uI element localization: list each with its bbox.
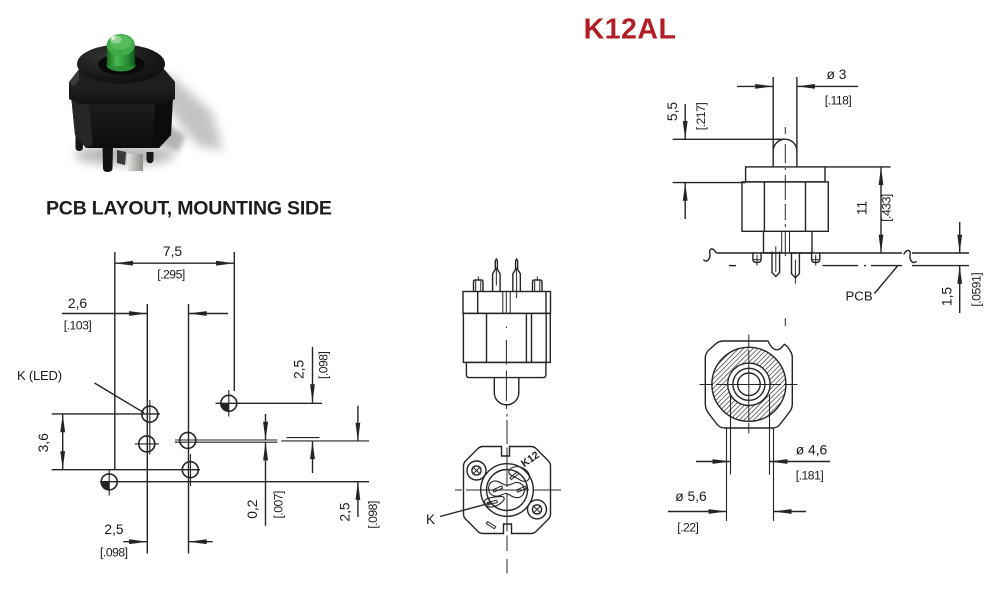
svg-text:1,5: 1,5 <box>940 287 955 307</box>
svg-text:ø 4,6: ø 4,6 <box>796 443 828 458</box>
svg-text:K (LED): K (LED) <box>17 368 62 383</box>
svg-text:0,2: 0,2 <box>245 500 260 519</box>
svg-text:[.103]: [.103] <box>64 319 92 333</box>
svg-text:[.098]: [.098] <box>317 351 331 379</box>
svg-text:2,5: 2,5 <box>104 522 124 537</box>
svg-text:2,5: 2,5 <box>291 359 306 379</box>
svg-text:PCB: PCB <box>846 289 873 304</box>
svg-text:ø 5,6: ø 5,6 <box>675 489 707 504</box>
svg-text:ø 3: ø 3 <box>827 67 847 82</box>
svg-text:[.118]: [.118] <box>825 94 852 108</box>
svg-text:3,6: 3,6 <box>36 433 51 453</box>
svg-text:11: 11 <box>855 201 870 215</box>
svg-text:[.0591]: [.0591] <box>970 273 984 307</box>
svg-text:[.22]: [.22] <box>677 521 698 535</box>
svg-text:7,5: 7,5 <box>163 244 183 259</box>
svg-text:[.098]: [.098] <box>100 546 128 560</box>
svg-text:2,5: 2,5 <box>338 502 353 522</box>
svg-text:K12AL: K12AL <box>584 14 677 46</box>
svg-text:[.295]: [.295] <box>157 268 185 282</box>
svg-text:PCB LAYOUT, MOUNTING SIDE: PCB LAYOUT, MOUNTING SIDE <box>46 198 332 220</box>
svg-text:[.181]: [.181] <box>796 468 824 482</box>
svg-text:[.007]: [.007] <box>271 491 285 519</box>
svg-text:[.098]: [.098] <box>366 501 380 529</box>
svg-text:K: K <box>426 512 435 527</box>
svg-text:K12: K12 <box>519 449 542 470</box>
svg-text:[.217]: [.217] <box>694 103 708 131</box>
svg-text:2,6: 2,6 <box>68 296 88 311</box>
svg-text:5,5: 5,5 <box>665 102 680 122</box>
svg-text:[.433]: [.433] <box>879 194 893 222</box>
